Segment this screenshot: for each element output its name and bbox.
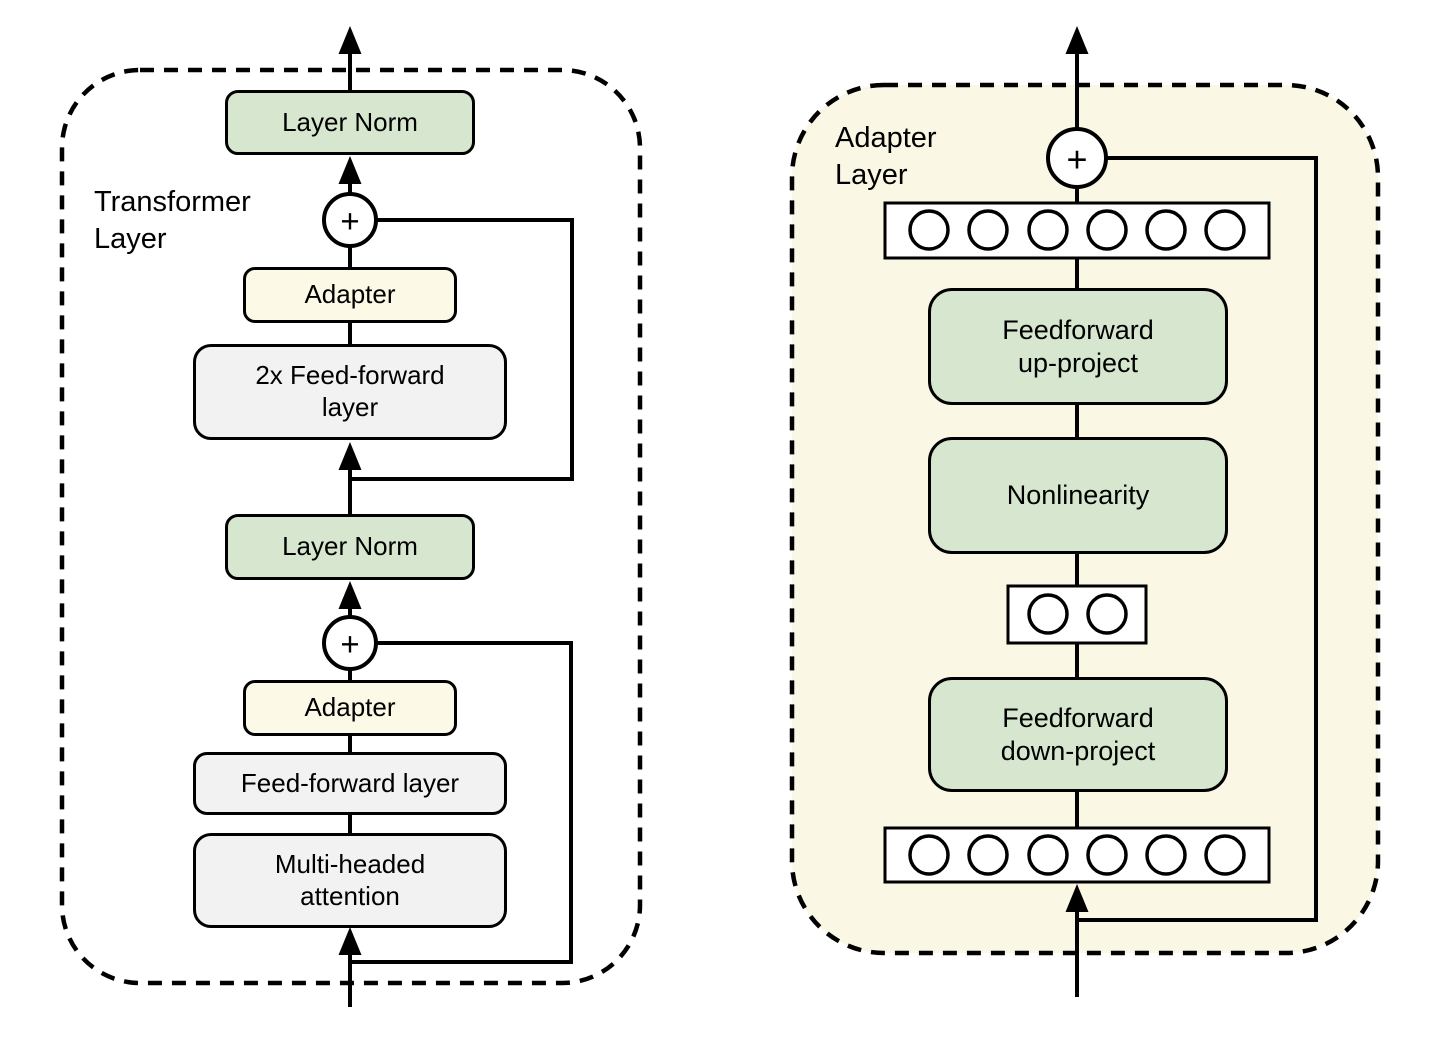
feature-row-top — [883, 201, 1271, 260]
feature-node — [908, 209, 950, 251]
adapter-top-box: Adapter — [243, 267, 457, 323]
feature-node — [1145, 209, 1187, 251]
feature-node — [1204, 834, 1246, 876]
skip-connection-bottom — [350, 641, 573, 964]
add-circle — [1046, 127, 1108, 189]
plus-icon: + — [1066, 139, 1087, 180]
adapter-bottom-box: Adapter — [243, 680, 457, 736]
feature-node — [1145, 834, 1187, 876]
bottleneck-row — [1006, 584, 1148, 645]
nonlinearity-box: Nonlinearity — [928, 437, 1228, 554]
arrowhead-up-icon — [338, 26, 362, 54]
add-circle — [322, 615, 378, 671]
feature-node — [1027, 209, 1069, 251]
feedforward-down-project-box: Feedforward down-project — [928, 677, 1228, 792]
arrowhead-up-icon — [338, 927, 362, 955]
arrowhead-up-icon — [338, 156, 362, 184]
left-connectors: + + — [322, 26, 574, 1007]
feedforward-up-project-box: Feedforward up-project — [928, 288, 1228, 405]
arrowhead-up-icon — [338, 442, 362, 470]
plus-icon: + — [340, 626, 359, 663]
multi-headed-attention-box: Multi-headed attention — [193, 833, 507, 928]
arrowhead-up-icon — [1065, 26, 1089, 54]
feature-node — [967, 834, 1009, 876]
layer-norm-top-box: Layer Norm — [225, 90, 475, 155]
feature-node — [967, 209, 1009, 251]
feed-forward-layer-box: Feed-forward layer — [193, 752, 507, 815]
skip-connection-top — [350, 218, 574, 481]
arrowhead-up-icon — [1065, 884, 1089, 912]
add-circle — [322, 192, 378, 248]
adapter-layer-label: Adapter Layer — [835, 122, 937, 191]
feature-row-bottom — [883, 826, 1271, 884]
feature-node — [1086, 834, 1128, 876]
skip-connection — [1077, 156, 1318, 922]
feature-node — [1086, 209, 1128, 251]
feature-node — [1027, 593, 1069, 635]
feature-node — [908, 834, 950, 876]
feed-forward-2x-box: 2x Feed-forward layer — [193, 344, 507, 440]
layer-norm-bottom-box: Layer Norm — [225, 514, 475, 580]
plus-icon: + — [340, 203, 359, 240]
feature-node — [1204, 209, 1246, 251]
transformer-layer-label: Transformer Layer — [94, 186, 251, 255]
feature-node — [1027, 834, 1069, 876]
right-connectors: + — [883, 26, 1318, 997]
arrowhead-up-icon — [338, 581, 362, 609]
feature-node — [1086, 593, 1128, 635]
